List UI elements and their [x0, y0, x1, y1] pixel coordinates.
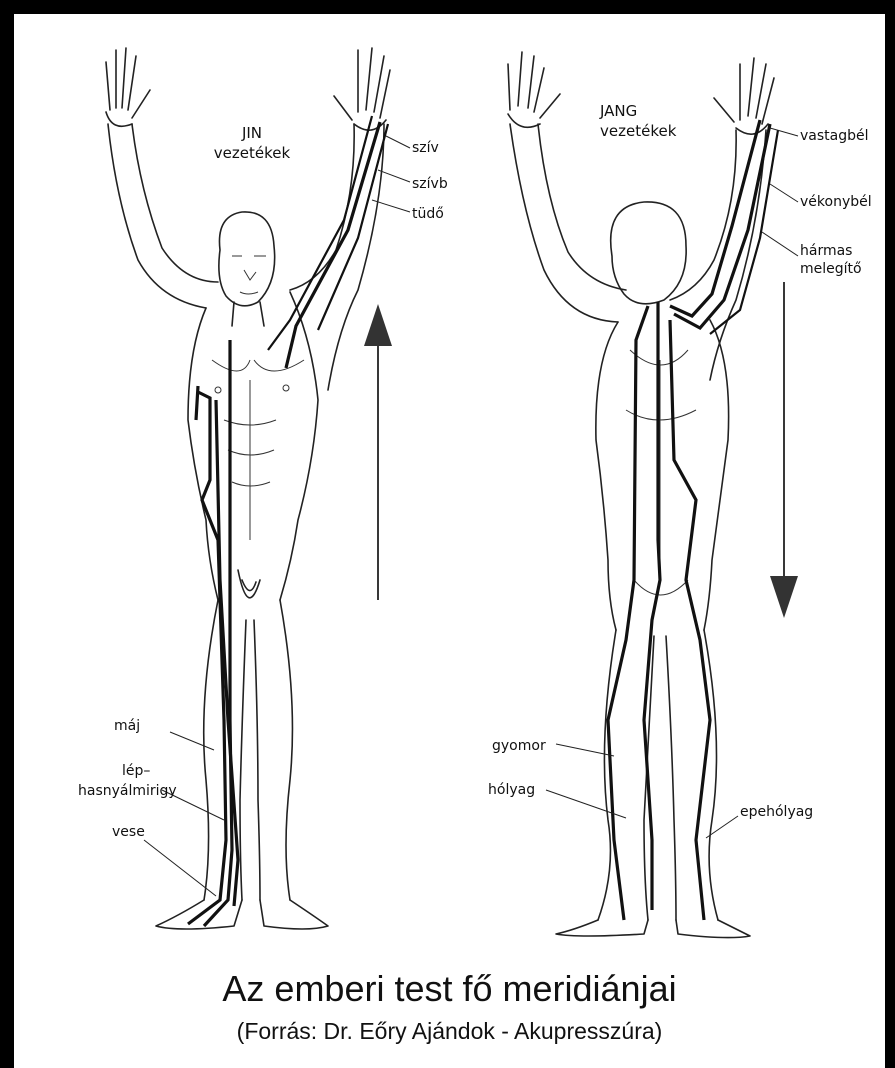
jin-heading-line2: vezetékek	[214, 144, 291, 162]
jang-heading-line1: JANG	[599, 102, 637, 120]
label-melegito: melegítő	[800, 261, 862, 277]
front-figure-illustration: JIN vezetékek szív szívburok tüdő máj lé…	[28, 20, 448, 960]
label-epeholyag: epehólyag	[740, 804, 813, 820]
label-sziv: szív	[412, 140, 439, 156]
downward-arrow	[770, 282, 798, 618]
back-figure-illustration: JANG vezetékek vastagbél vékonybél hárma…	[448, 20, 878, 960]
label-tudo: tüdő	[412, 206, 444, 222]
label-harmas: hármas	[800, 243, 852, 259]
label-gyomor: gyomor	[492, 738, 546, 754]
caption-title: Az emberi test fő meridiánjai	[14, 968, 885, 1010]
caption-subtitle: (Forrás: Dr. Eőry Ajándok - Akupresszúra…	[14, 1018, 885, 1045]
label-maj: máj	[114, 718, 140, 734]
jang-panel: JANG vezetékek vastagbél vékonybél hárma…	[448, 20, 878, 960]
label-lep: lép–	[122, 763, 150, 779]
jang-meridian-lines	[608, 120, 778, 920]
label-vekonybel: vékonybél	[800, 194, 872, 210]
jin-panel: JIN vezetékek szív szívburok tüdő máj lé…	[28, 20, 448, 960]
label-szivburok: szívburok	[412, 176, 448, 192]
upward-arrow	[364, 304, 392, 600]
label-hasnyalmirigy: hasnyálmirigy	[78, 783, 177, 799]
label-vastagbel: vastagbél	[800, 128, 869, 144]
label-holyag: hólyag	[488, 782, 535, 798]
jin-heading-line1: JIN	[241, 124, 262, 142]
back-body-outline	[508, 52, 774, 938]
jang-heading-line2: vezetékek	[600, 122, 677, 140]
label-vese: vese	[112, 824, 145, 840]
jin-leader-lines	[144, 136, 410, 896]
